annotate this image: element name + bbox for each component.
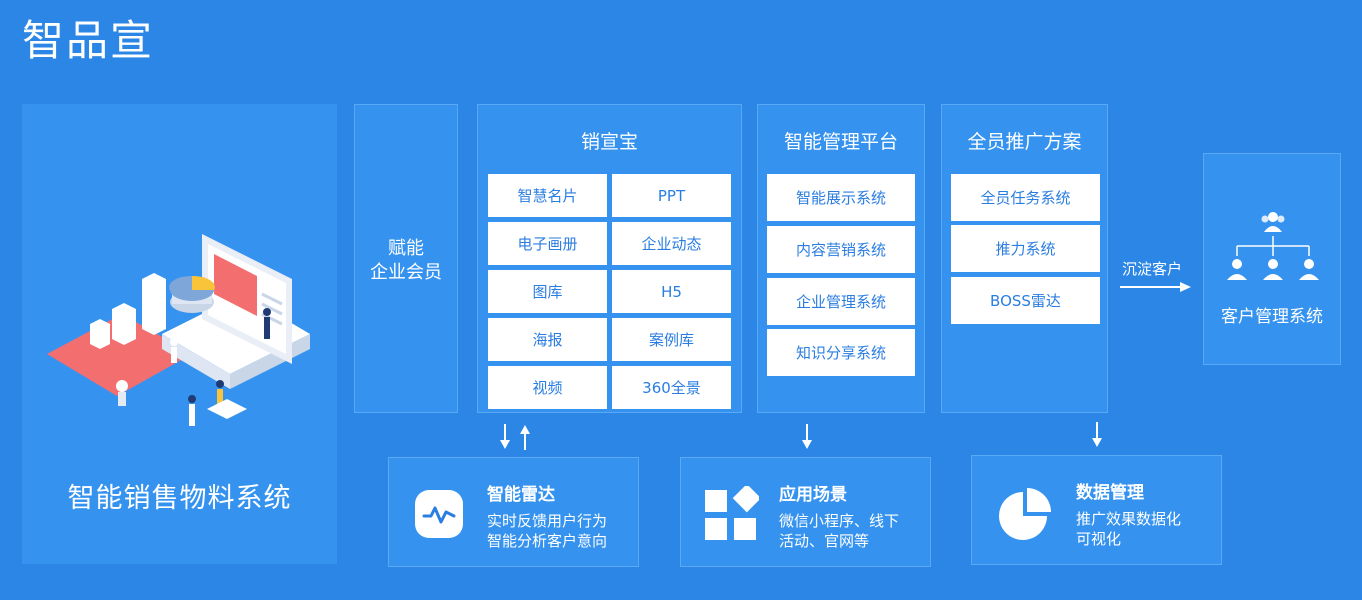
tile-ppt[interactable]: PPT xyxy=(612,174,731,217)
right-arrow-icon xyxy=(1120,282,1191,292)
down-arrow-icon xyxy=(500,424,510,449)
feature-card-radar: 智能雷达 实时反馈用户行为 智能分析客户意向 xyxy=(388,457,639,567)
tile-ebook[interactable]: 电子画册 xyxy=(488,222,607,265)
xiaoxuanbao-title: 销宣宝 xyxy=(580,131,638,153)
radar-icon xyxy=(415,490,463,538)
feature-card-data: 数据管理 推广效果数据化 可视化 xyxy=(971,455,1222,565)
feature-desc-line: 智能分析客户意向 xyxy=(487,532,608,550)
tile-company-news[interactable]: 企业动态 xyxy=(612,222,731,265)
tile-smart-card[interactable]: 智慧名片 xyxy=(488,174,607,217)
feature-desc-line: 活动、官网等 xyxy=(779,532,870,550)
feature-desc-line: 微信小程序、线下 xyxy=(779,512,900,530)
org-chart-icon xyxy=(1227,212,1319,280)
promotion-title: 全员推广方案 xyxy=(967,131,1082,153)
feature-title: 应用场景 xyxy=(779,485,847,505)
tile-boss-radar[interactable]: BOSS雷达 xyxy=(951,277,1100,324)
grid-icon xyxy=(705,486,759,540)
crm-panel: 客户管理系统 xyxy=(1203,153,1341,365)
tile-push-system[interactable]: 推力系统 xyxy=(951,225,1100,272)
tile-poster[interactable]: 海报 xyxy=(488,318,607,361)
down-arrow-icon xyxy=(1092,422,1102,447)
empower-panel: 赋能 企业会员 xyxy=(354,104,458,413)
feature-desc-line: 可视化 xyxy=(1076,530,1122,548)
product-panel: 智能销售物料系统 xyxy=(22,104,337,564)
tile-enterprise-management[interactable]: 企业管理系统 xyxy=(767,278,915,325)
tile-display-system[interactable]: 智能展示系统 xyxy=(767,174,915,221)
tile-h5[interactable]: H5 xyxy=(612,270,731,313)
tile-gallery[interactable]: 图库 xyxy=(488,270,607,313)
management-title: 智能管理平台 xyxy=(783,131,898,153)
pie-chart-icon xyxy=(999,488,1051,540)
tile-360-panorama[interactable]: 360全景 xyxy=(612,366,731,409)
xiaoxuanbao-panel: 销宣宝 智慧名片 PPT 电子画册 企业动态 图库 H5 海报 案例库 视频 3… xyxy=(477,104,742,413)
feature-title: 数据管理 xyxy=(1076,483,1144,503)
tile-case-library[interactable]: 案例库 xyxy=(612,318,731,361)
isometric-dashboard-illustration xyxy=(47,234,310,426)
brand-logo: 智品宣 xyxy=(22,16,155,65)
down-arrow-icon xyxy=(802,424,812,449)
feature-desc-line: 推广效果数据化 xyxy=(1076,510,1182,528)
product-title: 智能销售物料系统 xyxy=(67,483,292,514)
promotion-panel: 全员推广方案 全员任务系统 推力系统 BOSS雷达 xyxy=(941,104,1108,413)
tile-content-marketing[interactable]: 内容营销系统 xyxy=(767,226,915,273)
feature-desc-line: 实时反馈用户行为 xyxy=(487,512,608,530)
flow-label: 沉淀客户 xyxy=(1122,260,1183,278)
crm-title: 客户管理系统 xyxy=(1221,307,1323,327)
tile-knowledge-sharing[interactable]: 知识分享系统 xyxy=(767,329,915,376)
empower-line-1: 赋能 xyxy=(388,238,424,259)
feature-title: 智能雷达 xyxy=(487,485,555,505)
empower-line-2: 企业会员 xyxy=(370,262,442,283)
management-panel: 智能管理平台 智能展示系统 内容营销系统 企业管理系统 知识分享系统 xyxy=(757,104,925,413)
up-arrow-icon xyxy=(520,425,530,450)
tile-task-system[interactable]: 全员任务系统 xyxy=(951,174,1100,221)
feature-card-scenarios: 应用场景 微信小程序、线下 活动、官网等 xyxy=(680,457,931,567)
tile-video[interactable]: 视频 xyxy=(488,366,607,409)
